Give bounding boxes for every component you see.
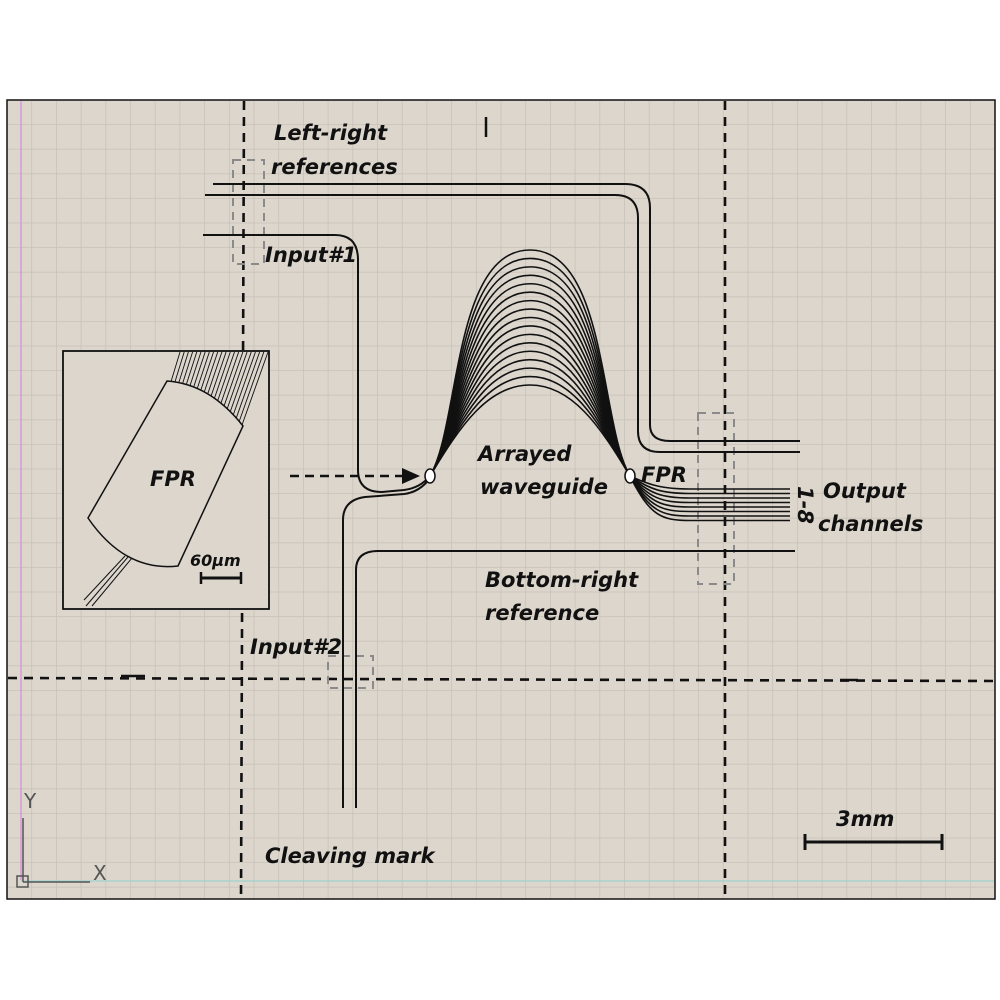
fpr-left-ellipse (424, 468, 436, 484)
output-channel-waveguide (629, 475, 790, 490)
label-output-line2: channels (818, 512, 923, 536)
inset-fan-line (241, 351, 269, 426)
output-channel-waveguide (629, 475, 790, 499)
scale-bar-label: 3mm (836, 807, 894, 831)
arrayed-waveguide (429, 308, 631, 477)
ucs-origin-box (16, 875, 29, 888)
main-scale-bar: 3mm (803, 807, 944, 850)
output-channels (629, 475, 790, 522)
fpr-inset: FPR 60μm (62, 350, 270, 610)
arrayed-waveguide (429, 367, 631, 477)
arrayed-waveguide (429, 282, 631, 477)
arrayed-waveguide (429, 299, 631, 477)
output-channel-waveguide (629, 475, 790, 504)
inset-fan-line (224, 351, 248, 416)
arrayed-waveguide (429, 384, 631, 477)
inset-input-fiber-c (83, 555, 126, 601)
inset-fan-line (217, 351, 240, 412)
arrayed-waveguide (429, 291, 631, 477)
label-arrayed-line2: waveguide (480, 475, 608, 499)
inset-fan-line (227, 351, 252, 418)
inset-input-fiber-a (85, 556, 129, 607)
label-bottom-right-line2: reference (485, 601, 599, 625)
cleaving-lines (7, 100, 995, 899)
output-channel-waveguide (629, 475, 790, 495)
arrayed-waveguide (429, 333, 631, 477)
label-arrayed-line1: Arrayed (476, 442, 572, 466)
cleave-line-left (239, 100, 246, 899)
box-input2 (327, 655, 374, 689)
arrayed-waveguide (429, 274, 631, 477)
label-fpr-right: FPR (641, 463, 687, 487)
arrayed-waveguide (429, 316, 631, 477)
label-bottom-right-line1: Bottom-right (485, 568, 639, 592)
input1-waveguide (203, 234, 431, 494)
ucs-x-label: X (93, 861, 107, 885)
inset-input-fiber-b (91, 557, 133, 607)
arrayed-waveguide (429, 342, 631, 477)
inset-fpr-label: FPR (150, 467, 196, 491)
inset-fpr-body (87, 380, 244, 568)
label-left-right-line2: references (271, 155, 398, 179)
ucs-axis-icon (16, 818, 90, 888)
inset-fan-line (238, 351, 265, 424)
inset-fan-line (169, 351, 181, 386)
label-cleaving-mark: Cleaving mark (265, 844, 437, 868)
ucs-y-label: Y (23, 789, 37, 813)
fpr-right-ellipse (624, 468, 636, 484)
inset-fan-line (172, 351, 185, 388)
inset-fan-line (231, 351, 256, 420)
bottom-right-reference (355, 550, 795, 808)
input2-waveguide-left (342, 477, 431, 808)
arrayed-waveguide (429, 266, 631, 477)
arrayed-waveguide (429, 257, 631, 477)
arrayed-waveguide (429, 249, 631, 477)
arrayed-waveguide (429, 350, 631, 477)
inset-scale-label: 60μm (190, 551, 241, 570)
left-right-reference-outer (213, 183, 800, 442)
box-left-references (232, 159, 265, 265)
alignment-ticks (121, 117, 858, 682)
pointer-arrowhead (402, 468, 420, 484)
inset-fan-line (221, 351, 244, 414)
label-output-line1: Output (823, 479, 907, 503)
label-input2: Input#2 (250, 635, 342, 659)
left-right-reference-inner (205, 194, 800, 453)
output-channel-waveguide (629, 475, 790, 522)
cleave-line-bottom (7, 676, 995, 683)
arrayed-waveguide (429, 358, 631, 477)
arrayed-waveguide (429, 375, 631, 477)
inset-fan-line (234, 351, 261, 422)
label-output-range: 1-8 (793, 486, 817, 524)
waveguide-routes (203, 183, 800, 808)
arrayed-waveguide (429, 325, 631, 477)
label-left-right-line1: Left-right (274, 121, 388, 145)
arrayed-waveguide-fan (429, 249, 631, 477)
label-input1: Input#1 (265, 243, 357, 267)
